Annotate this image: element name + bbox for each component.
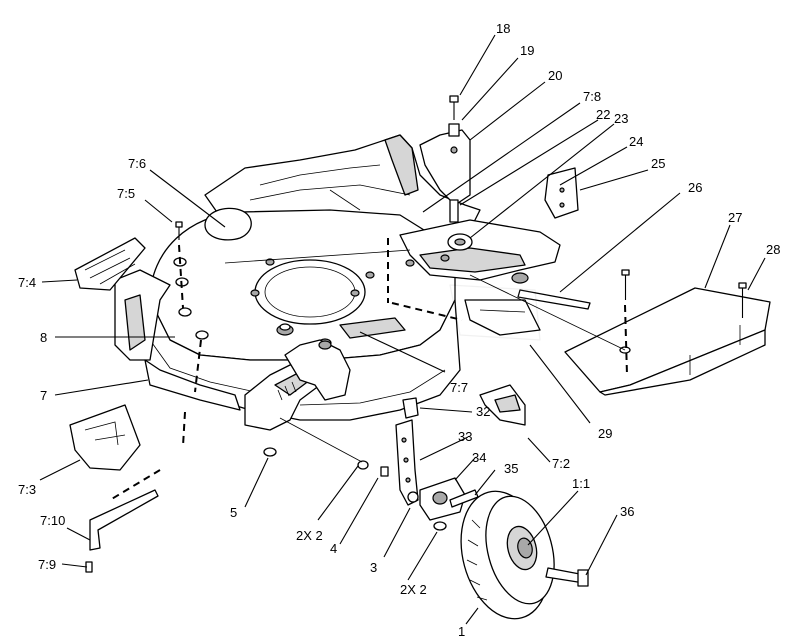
callout-1: 1 [458, 624, 465, 639]
callout-7-9: 7:9 [38, 557, 56, 572]
callout-1-1: 1:1 [572, 476, 590, 491]
callout-7-6: 7:6 [128, 156, 146, 171]
callout-7-2: 7:2 [552, 456, 570, 471]
callout-18: 18 [496, 21, 510, 36]
callout-24: 24 [629, 134, 643, 149]
callout-29: 29 [598, 426, 612, 441]
callout-2x2-b: 2X 2 [400, 582, 427, 597]
callout-36: 36 [620, 504, 634, 519]
deflector-7-2 [479, 384, 526, 426]
callout-7-5: 7:5 [117, 186, 135, 201]
callout-22: 22 [596, 107, 610, 122]
mower-deck [114, 134, 481, 431]
callout-19: 19 [520, 43, 534, 58]
callout-3: 3 [370, 560, 377, 575]
callout-8: 8 [40, 330, 47, 345]
callout-5: 5 [230, 505, 237, 520]
leader-lines [39, 34, 766, 625]
callout-35: 35 [504, 461, 518, 476]
deflector-7-4 [74, 237, 146, 291]
callout-33: 33 [458, 429, 472, 444]
callout-27: 27 [728, 210, 742, 225]
callout-7-7: 7:7 [450, 380, 468, 395]
callout-25: 25 [651, 156, 665, 171]
callout-26: 26 [688, 180, 702, 195]
callout-7-3: 7:3 [18, 482, 36, 497]
assembly-guides [109, 238, 628, 501]
handle-bracket-assembly [399, 95, 591, 341]
callout-7-4: 7:4 [18, 275, 36, 290]
deflector-7-3 [69, 404, 141, 471]
callout-7-10: 7:10 [40, 513, 65, 528]
callout-20: 20 [548, 68, 562, 83]
callout-7: 7 [40, 388, 47, 403]
callout-28: 28 [766, 242, 780, 257]
callout-23: 23 [614, 111, 628, 126]
wheel-assembly [263, 397, 589, 620]
pivot-arm [85, 489, 159, 573]
callout-2x2-a: 2X 2 [296, 528, 323, 543]
callout-32: 32 [476, 404, 490, 419]
callout-labels: 18 19 20 7:8 22 23 24 25 26 27 28 7:6 7:… [18, 21, 780, 639]
rear-flap [564, 269, 771, 396]
callout-34: 34 [472, 450, 486, 465]
callout-4: 4 [330, 541, 337, 556]
callout-7-8: 7:8 [583, 89, 601, 104]
